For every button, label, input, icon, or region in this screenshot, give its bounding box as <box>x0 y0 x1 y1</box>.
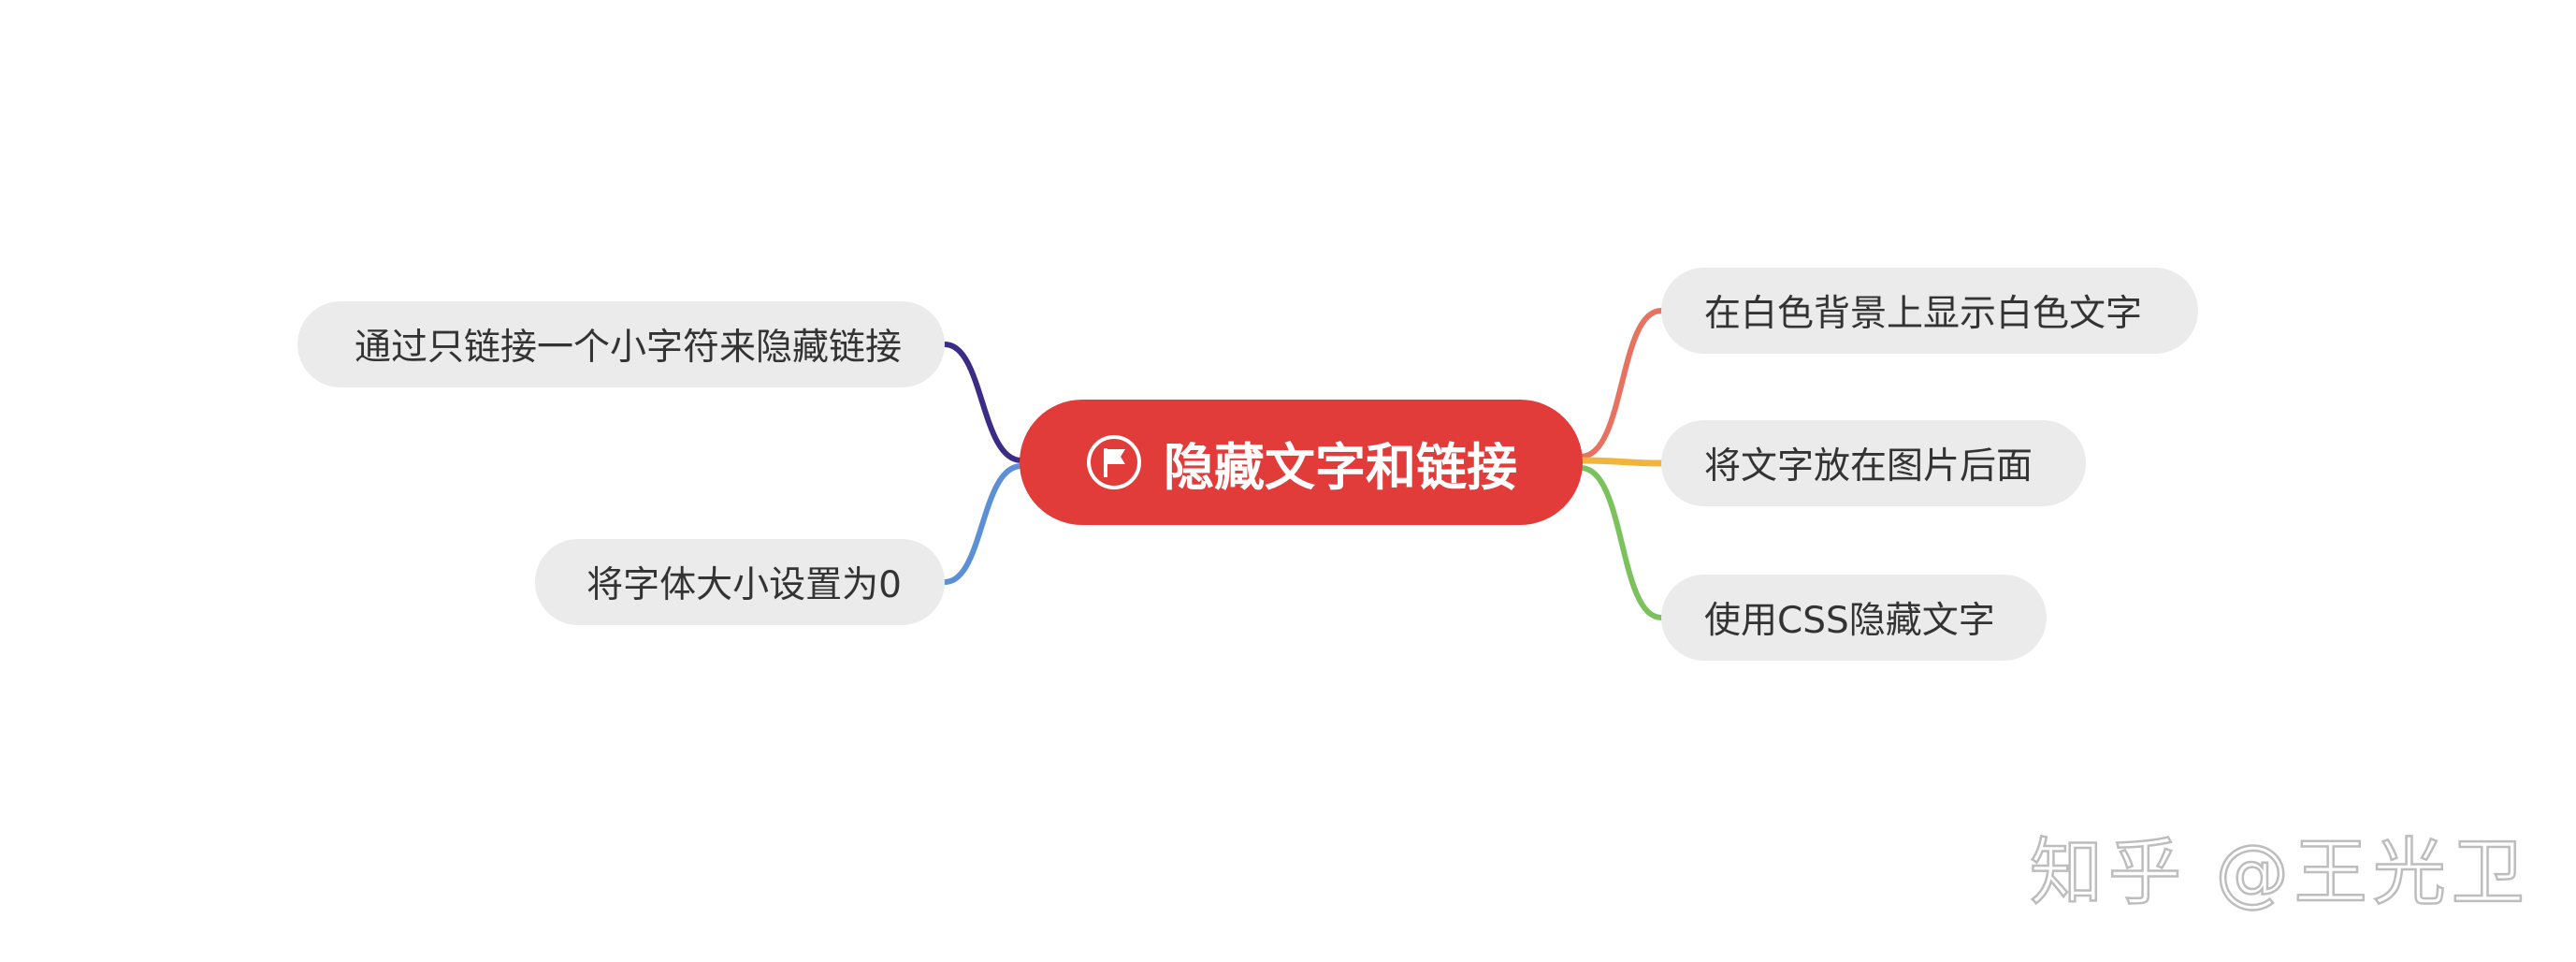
connector-right-1 <box>1578 308 1664 459</box>
flag-icon <box>1087 435 1141 489</box>
connector-right-2 <box>1577 457 1665 467</box>
connector-left-1 <box>942 342 1024 463</box>
branch-label: 将字体大小设置为0 <box>586 564 902 606</box>
branch-node-left-1[interactable]: 通过只链接一个小字符来隐藏链接 <box>297 301 945 387</box>
root-node[interactable]: 隐藏文字和链接 <box>1020 400 1583 525</box>
branch-label: 将文字放在图片后面 <box>1704 445 2033 488</box>
watermark-text: 知乎 @王光卫 <box>2029 830 2530 917</box>
branch-node-right-1[interactable]: 在白色背景上显示白色文字 <box>1661 268 2198 354</box>
branch-label: 在白色背景上显示白色文字 <box>1704 293 2143 335</box>
branch-node-right-3[interactable]: 使用CSS隐藏文字 <box>1661 575 2047 661</box>
branch-label: 使用CSS隐藏文字 <box>1704 600 1995 642</box>
connector-left-2 <box>942 463 1024 585</box>
connector-right-3 <box>1578 465 1664 620</box>
branch-node-left-2[interactable]: 将字体大小设置为0 <box>535 539 945 625</box>
branch-label: 通过只链接一个小字符来隐藏链接 <box>354 327 902 369</box>
root-label: 隐藏文字和链接 <box>1164 437 1517 497</box>
branch-node-right-2[interactable]: 将文字放在图片后面 <box>1661 420 2086 506</box>
